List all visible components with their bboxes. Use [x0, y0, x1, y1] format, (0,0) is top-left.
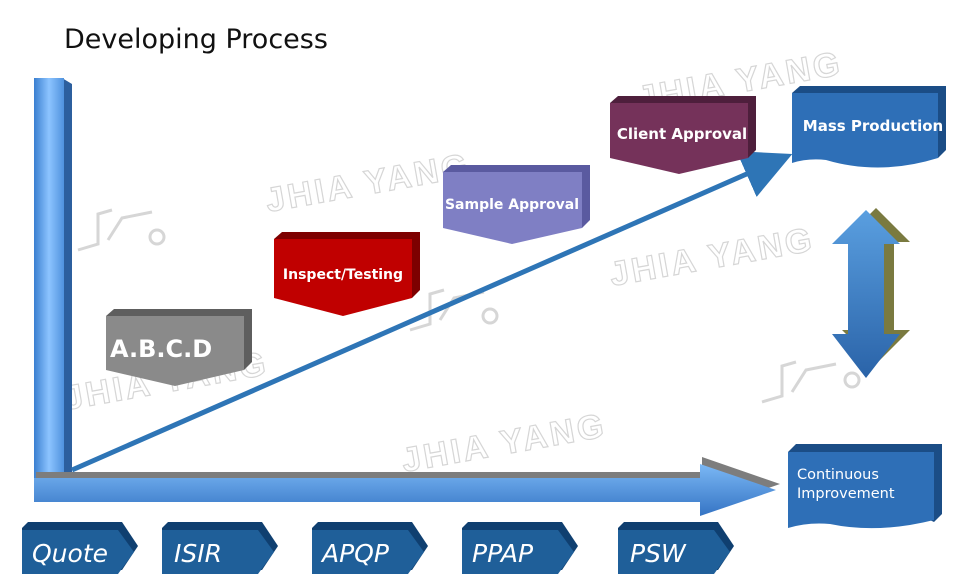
stage-sample-approval: Sample Approval [443, 165, 590, 244]
logo-mark [77, 208, 166, 252]
stage-label: A.B.C.D [110, 335, 212, 363]
horizontal-axis-arrow [34, 457, 780, 516]
stage-inspect-testing: Inspect/Testing [274, 232, 420, 316]
phase-tab-quote: Quote [22, 522, 138, 574]
vertical-axis [34, 78, 72, 478]
watermark-text: JHIA YANG [399, 406, 610, 479]
continuous-improvement-line1: Continuous [797, 467, 879, 483]
logo-mark [409, 288, 499, 332]
phase-label: PSW [630, 539, 687, 568]
phase-tab-apqp: APQP [312, 522, 428, 574]
continuous-improvement-box: Continuous Improvement [788, 444, 942, 529]
stage-abcd: A.B.C.D [106, 309, 252, 386]
mass-production-box: Mass Production [792, 86, 946, 168]
stage-label: Client Approval [617, 125, 747, 143]
phase-label: ISIR [174, 539, 222, 568]
watermark-text: JHIA YANG [607, 220, 818, 293]
stage-label: Sample Approval [445, 197, 579, 213]
phase-label: APQP [320, 539, 390, 568]
stage-label: Inspect/Testing [283, 267, 403, 283]
double-arrow [832, 208, 910, 378]
logo-mark [761, 360, 861, 404]
phase-tab-ppap: PPAP [462, 522, 578, 574]
phase-label: Quote [32, 539, 108, 568]
mass-production-label: Mass Production [803, 117, 943, 135]
watermark-text: JHIA YANG [263, 146, 474, 219]
phase-label: PPAP [472, 539, 534, 568]
phase-tab-isir: ISIR [162, 522, 278, 574]
progress-arrow [70, 151, 793, 473]
phase-tabs: Quote ISIR APQP PPAP PSW [22, 522, 734, 574]
diagram-title: Developing Process [64, 24, 328, 55]
continuous-improvement-line2: Improvement [797, 486, 895, 502]
stage-client-approval: Client Approval [610, 96, 756, 174]
phase-tab-psw: PSW [618, 522, 734, 574]
